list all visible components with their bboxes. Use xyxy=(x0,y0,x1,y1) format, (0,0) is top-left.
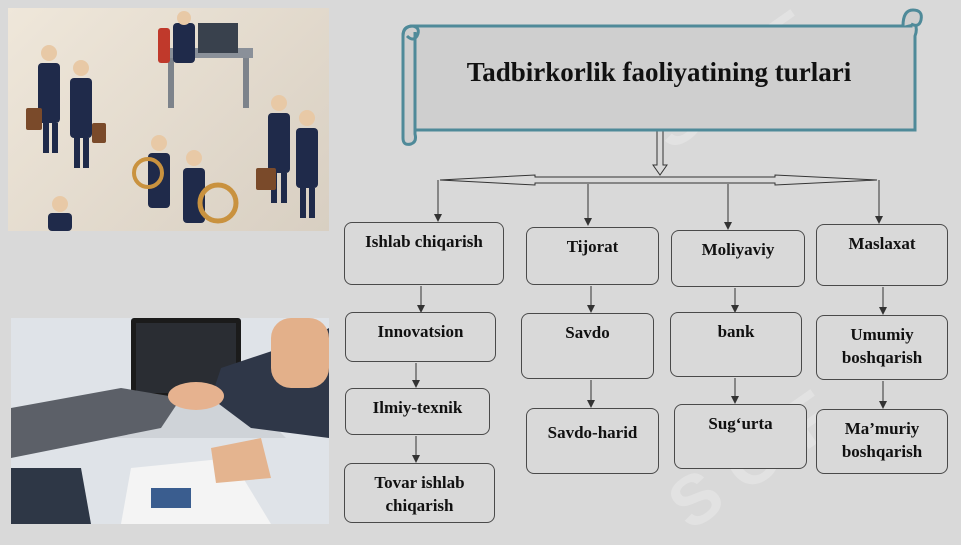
subtype-box: Savdo-harid xyxy=(526,408,659,474)
category-box-tijorat: Tijorat xyxy=(526,227,659,285)
subtype-box: Sug‘urta xyxy=(674,404,807,469)
category-label: Maslaxat xyxy=(848,234,916,253)
subtype-label: Ma’muriy boshqarish xyxy=(841,419,923,461)
category-box-ishlab-chiqarish: Ishlab chiqarish xyxy=(344,222,504,285)
subtype-box: Umumiy boshqarish xyxy=(816,315,948,380)
handshake-photo xyxy=(11,318,329,524)
subtype-label: Tovar ishlab chiqarish xyxy=(374,473,465,515)
subtype-box: bank xyxy=(670,312,802,377)
title-scroll-banner xyxy=(401,8,923,146)
business-people-photo xyxy=(8,8,329,231)
subtype-box: Ma’muriy boshqarish xyxy=(816,409,948,474)
category-box-maslaxat: Maslaxat xyxy=(816,224,948,286)
subtype-label: bank xyxy=(717,322,755,341)
subtype-label: Umumiy boshqarish xyxy=(841,325,923,367)
subtype-box: Savdo xyxy=(521,313,654,379)
category-label: Ishlab chiqarish xyxy=(365,232,483,251)
category-label: Moliyaviy xyxy=(701,240,775,259)
subtype-box: Tovar ishlab chiqarish xyxy=(344,463,495,523)
diagram-title: Tadbirkorlik faoliyatining turlari xyxy=(466,56,852,87)
category-box-moliyaviy: Moliyaviy xyxy=(671,230,805,287)
subtype-label: Savdo-harid xyxy=(547,423,638,442)
subtype-box: Innovatsion xyxy=(345,312,496,362)
subtype-label: Ilmiy-texnik xyxy=(372,398,463,417)
category-label: Tijorat xyxy=(566,237,619,256)
subtype-label: Sug‘urta xyxy=(708,414,773,433)
subtype-label: Savdo xyxy=(565,323,610,342)
subtype-label: Innovatsion xyxy=(377,322,464,341)
subtype-box: Ilmiy-texnik xyxy=(345,388,490,435)
